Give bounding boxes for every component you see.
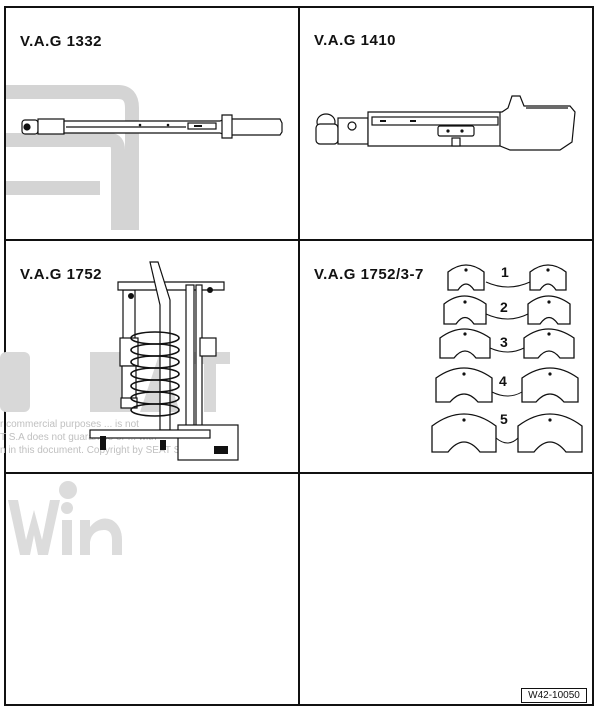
seat-item-number: 3 (500, 334, 508, 350)
grid-horizontal-divider-1 (4, 239, 594, 241)
watermark-line: T S.A does not guarantee or ... with (0, 432, 157, 443)
figure-code-label: W42-10050 (521, 688, 587, 703)
cell-title-vag-1332: V.A.G 1332 (20, 33, 102, 50)
seat-item-number: 4 (499, 373, 507, 389)
watermark-line: r commercial purposes ... is not (0, 419, 139, 430)
watermark-line: n in this document. Copyright by SEAT S.… (0, 445, 193, 456)
seat-item-number: 1 (501, 264, 509, 280)
cell-title-vag-1752-3-7: V.A.G 1752/3-7 (314, 266, 424, 283)
seat-item-number: 2 (500, 299, 508, 315)
seat-item-number: 5 (500, 411, 508, 427)
cell-title-vag-1752: V.A.G 1752 (20, 266, 102, 283)
grid-horizontal-divider-2 (4, 472, 594, 474)
grid-vertical-divider (298, 6, 300, 706)
watermark-copyright-text: r commercial purposes ... is not T S.A d… (0, 418, 280, 457)
cell-title-vag-1410: V.A.G 1410 (314, 32, 396, 49)
